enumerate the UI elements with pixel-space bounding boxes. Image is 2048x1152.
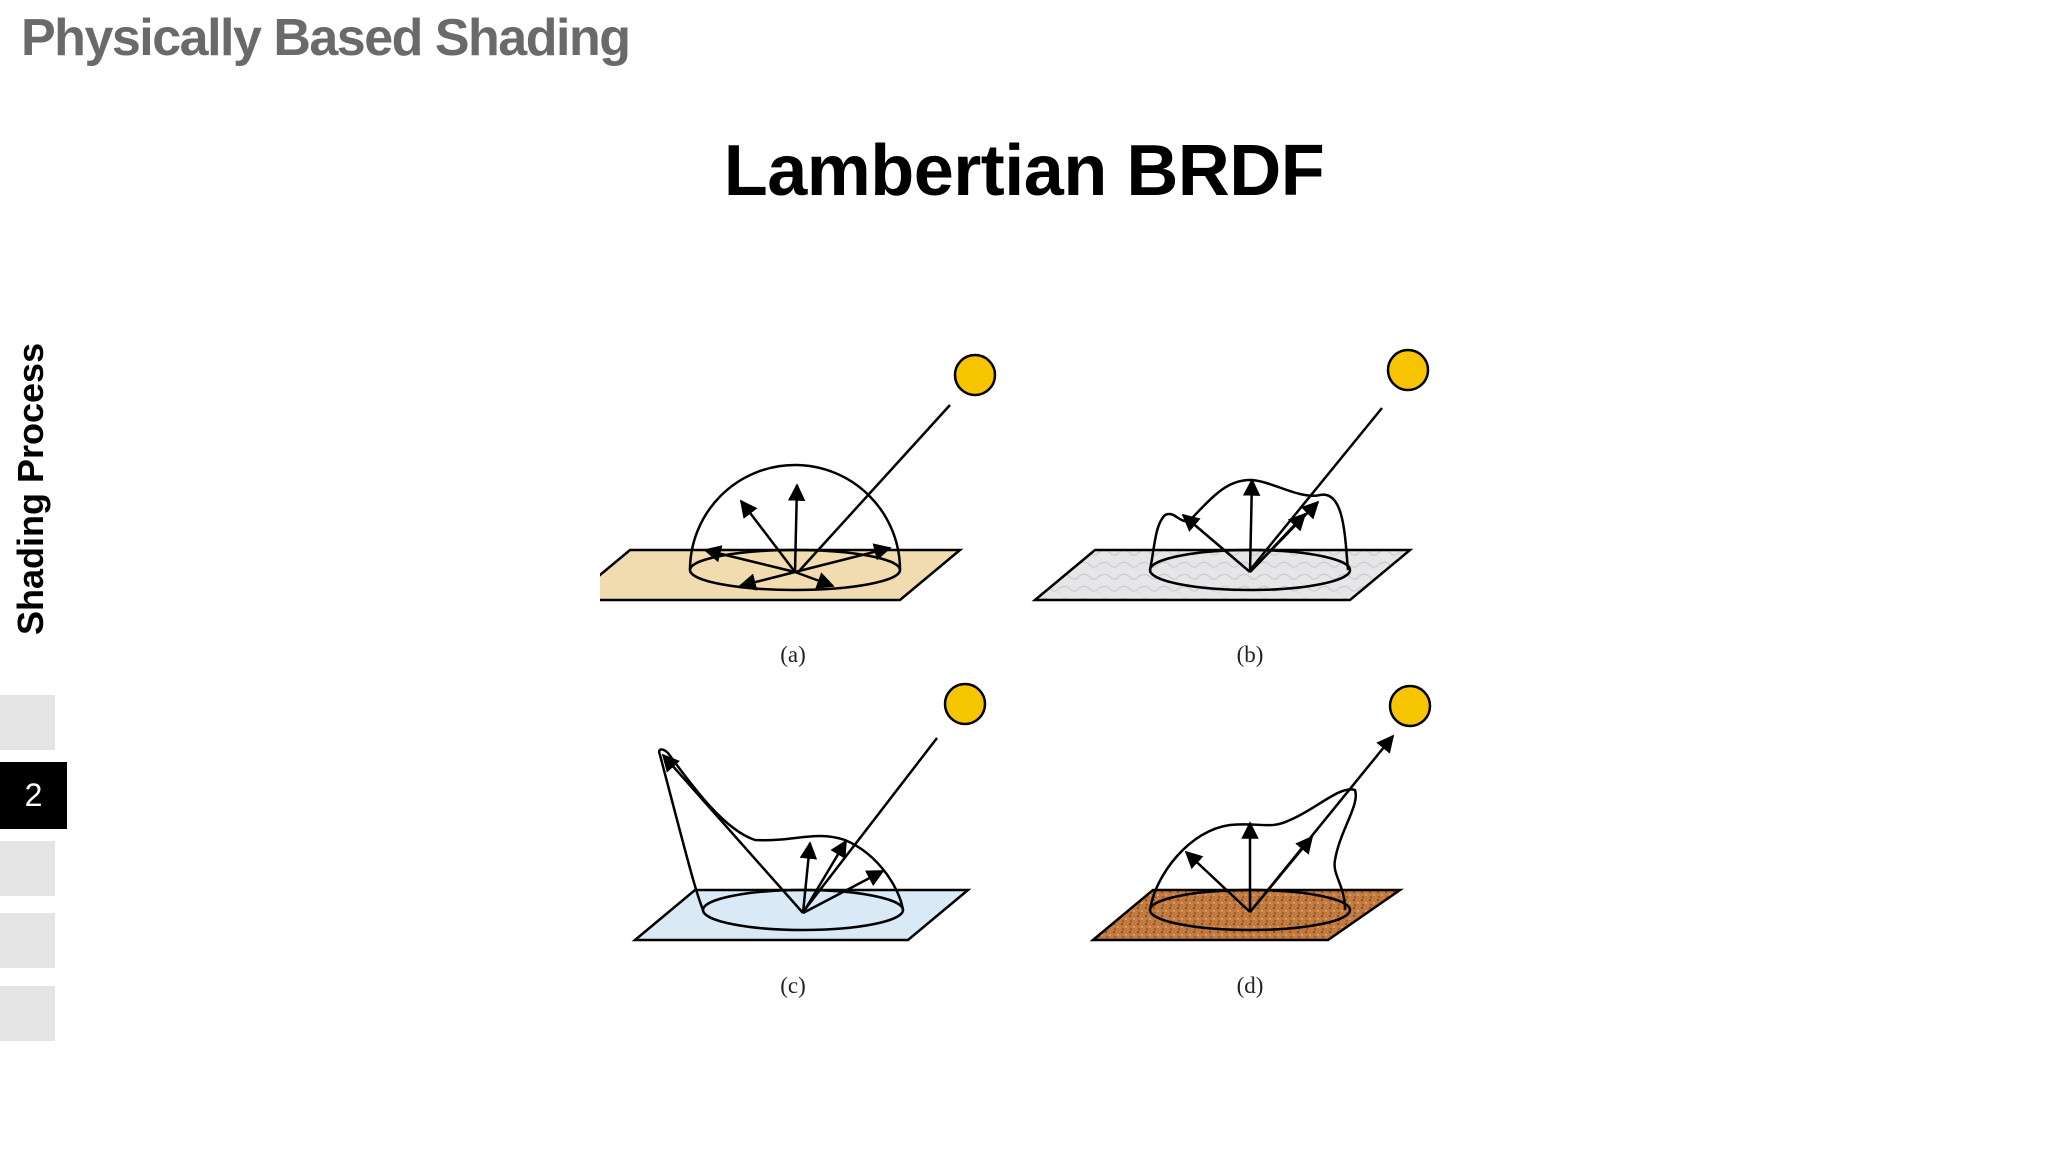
panel-a: (a)	[600, 353, 997, 667]
nav-tab-1[interactable]	[0, 695, 55, 750]
panel-caption: (c)	[780, 973, 806, 998]
incident-ray	[1249, 407, 1383, 571]
panel-b: (b)	[1031, 348, 1430, 667]
sun-icon	[1386, 348, 1430, 392]
reflectance-lobe	[688, 463, 902, 571]
slide-title: Lambertian BRDF	[723, 131, 1325, 211]
surface-plane	[1031, 548, 1414, 602]
reflection-arrows	[703, 483, 892, 591]
surface-plane	[631, 888, 972, 942]
panel-caption: (d)	[1237, 973, 1264, 998]
section-label: Shading Process	[10, 342, 51, 635]
reflectance-lobe	[1148, 788, 1358, 911]
reflection-arrows	[1184, 821, 1314, 913]
panel-caption: (a)	[780, 642, 806, 667]
sun-icon	[953, 353, 997, 397]
panel-d: (d)	[1089, 684, 1432, 998]
deck-title: Physically Based Shading	[21, 9, 631, 67]
brdf-figure: (a) (b)	[600, 330, 1460, 1010]
surface-plane	[1089, 888, 1404, 942]
sun-icon	[1388, 684, 1432, 728]
reflection-arrows	[661, 753, 885, 915]
nav-tab-2[interactable]: 2	[0, 762, 67, 829]
panel-c: (c)	[631, 682, 987, 998]
nav-tab-4[interactable]	[0, 913, 55, 968]
reflection-arrows	[1181, 478, 1320, 573]
nav-tab-5[interactable]	[0, 986, 55, 1041]
panel-caption: (b)	[1237, 642, 1264, 667]
incident-ray	[799, 404, 951, 571]
reflectance-lobe	[1148, 478, 1350, 571]
nav-tab-3[interactable]	[0, 841, 55, 896]
incident-ray	[802, 737, 938, 913]
sun-icon	[943, 682, 987, 726]
